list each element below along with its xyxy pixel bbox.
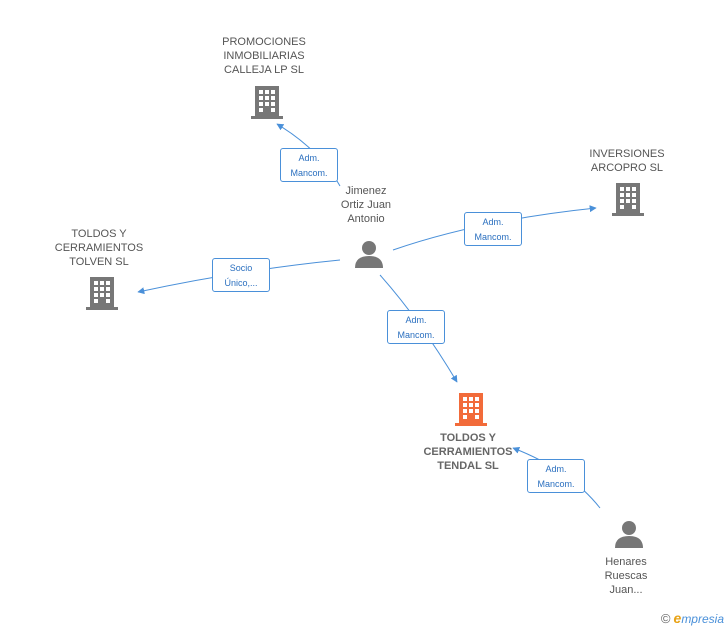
- node-label-promociones[interactable]: PROMOCIONES INMOBILIARIAS CALLEJA LP SL: [204, 35, 324, 77]
- relation-line: Mancom.: [537, 479, 575, 489]
- relation-line: Adm.: [298, 153, 320, 163]
- relation-label-tolven[interactable]: Socio Único,...: [212, 258, 270, 292]
- node-label-inversiones[interactable]: INVERSIONES ARCOPRO SL: [577, 147, 677, 175]
- building-icon[interactable]: [86, 275, 118, 311]
- label-line: Henares: [605, 556, 647, 568]
- node-label-tolven[interactable]: TOLDOS Y CERRAMIENTOS TOLVEN SL: [49, 227, 149, 269]
- relation-line: Mancom.: [397, 330, 435, 340]
- label-line: Antonio: [347, 213, 385, 225]
- copyright-symbol: ©: [660, 610, 671, 626]
- building-icon[interactable]: [251, 84, 283, 120]
- relation-line: Mancom.: [474, 232, 512, 242]
- label-line: ARCOPRO SL: [590, 162, 664, 174]
- label-line: Ruescas: [604, 570, 648, 582]
- label-line: CERRAMIENTOS: [54, 242, 144, 254]
- relation-line: Adm.: [405, 315, 427, 325]
- building-icon[interactable]: [612, 181, 644, 217]
- relation-line: Adm.: [545, 464, 567, 474]
- footer-brand: © empresia: [661, 610, 724, 626]
- label-line: TOLDOS Y: [71, 228, 127, 240]
- node-label-tendal[interactable]: TOLDOS Y CERRAMIENTOS TENDAL SL: [413, 431, 523, 473]
- person-icon[interactable]: [614, 519, 644, 549]
- relation-line: Adm.: [482, 217, 504, 227]
- label-line: Juan...: [609, 584, 643, 596]
- relation-label-promociones[interactable]: Adm. Mancom.: [280, 148, 338, 182]
- node-label-jimenez[interactable]: Jimenez Ortiz Juan Antonio: [326, 184, 406, 226]
- label-line: CALLEJA LP SL: [224, 64, 304, 76]
- relation-label-henares[interactable]: Adm. Mancom.: [527, 459, 585, 493]
- relation-line: Socio: [229, 263, 253, 273]
- label-line: TENDAL SL: [437, 460, 499, 472]
- label-line: CERRAMIENTOS: [423, 446, 513, 458]
- node-label-henares[interactable]: Henares Ruescas Juan...: [586, 555, 666, 597]
- relation-label-inversiones[interactable]: Adm. Mancom.: [464, 212, 522, 246]
- label-line: Ortiz Juan: [340, 199, 392, 211]
- label-line: PROMOCIONES: [222, 36, 306, 48]
- label-line: Jimenez: [345, 185, 387, 197]
- label-line: TOLDOS Y: [440, 432, 496, 444]
- relation-label-tendal[interactable]: Adm. Mancom.: [387, 310, 445, 344]
- brand-name: mpresia: [681, 612, 724, 626]
- relation-line: Único,...: [224, 278, 258, 288]
- label-line: TOLVEN SL: [69, 256, 129, 268]
- brand-initial: e: [673, 610, 682, 626]
- main-building-icon[interactable]: [455, 391, 487, 427]
- label-line: INVERSIONES: [589, 148, 665, 160]
- label-line: INMOBILIARIAS: [223, 50, 305, 62]
- relation-line: Mancom.: [290, 168, 328, 178]
- person-icon[interactable]: [354, 239, 384, 269]
